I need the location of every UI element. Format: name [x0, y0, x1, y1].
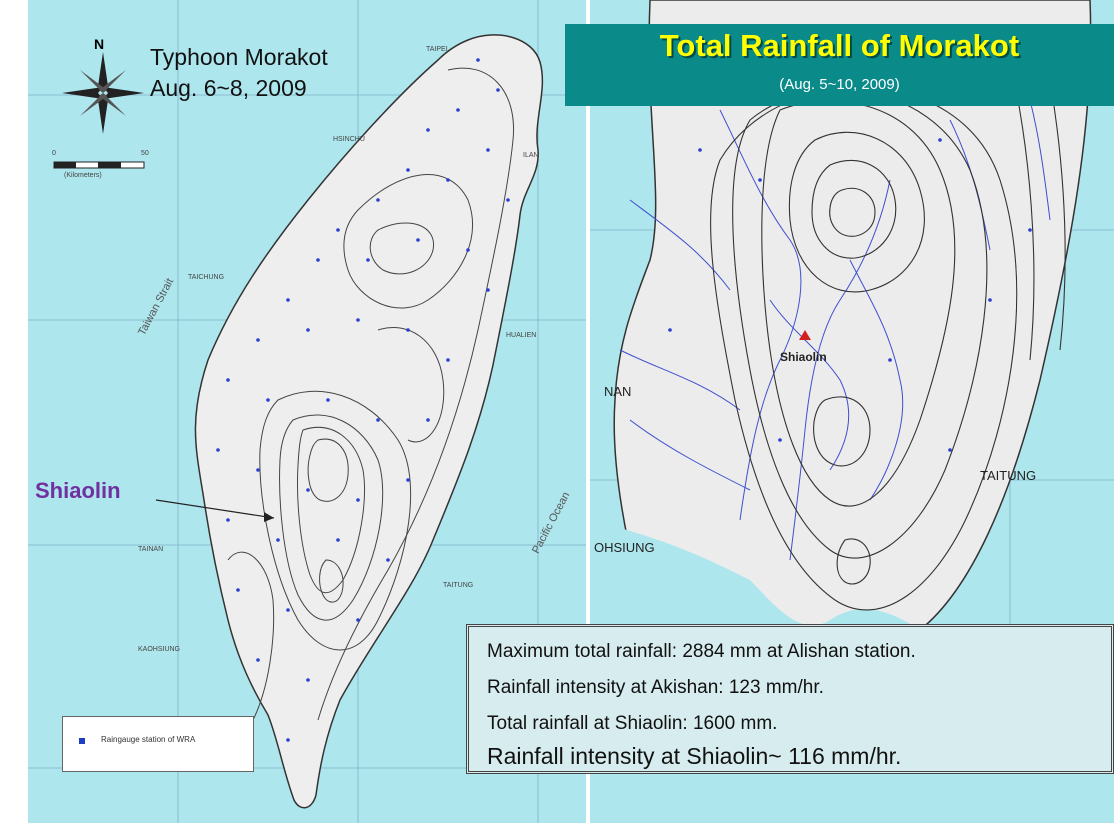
- taiwan-island: [194, 34, 544, 809]
- shiaolin-marker-icon: [799, 330, 811, 340]
- typhoon-title-line1: Typhoon Morakot: [150, 44, 328, 70]
- banner-subtitle: (Aug. 5~10, 2009): [779, 76, 900, 93]
- legend-label: Raingauge station of WRA: [101, 735, 196, 744]
- shiaolin-label-left: Shiaolin: [35, 478, 121, 503]
- typhoon-title-line2: Aug. 6~8, 2009: [150, 75, 307, 101]
- city-label-ohsiung: OHSIUNG: [594, 540, 655, 555]
- raingauge-stations: [668, 138, 1032, 452]
- info-line-akishan-intensity: Rainfall intensity at Akishan: 123 mm/hr…: [487, 677, 824, 698]
- scale-unit-label: (Kilometers): [64, 172, 102, 179]
- shiaolin-pointer-line: [155, 499, 275, 519]
- city-label-tainan: TAINAN: [138, 546, 164, 553]
- city-label-hualien: HUALIEN: [506, 332, 537, 339]
- city-label-taichung: TAICHUNG: [188, 274, 225, 281]
- city-label-kaohsiung: KAOHSIUNG: [138, 646, 181, 653]
- city-label-nan: NAN: [604, 384, 632, 399]
- info-line-shiaolin-intensity: Rainfall intensity at Shiaolin~ 116 mm/h…: [487, 743, 902, 769]
- city-label-taitung-right: TAITUNG: [980, 468, 1037, 483]
- info-line-shiaolin-total: Total rainfall at Shiaolin: 1600 mm.: [487, 713, 778, 734]
- map-legend: Raingauge station of WRA: [62, 716, 254, 772]
- north-label: N: [94, 36, 105, 52]
- info-line-max-total: Maximum total rainfall: 2884 mm at Alish…: [487, 641, 916, 662]
- rivers: [619, 99, 1051, 561]
- shiaolin-pointer-arrowhead: [264, 512, 274, 522]
- rainfall-contours: [227, 67, 515, 721]
- city-label-ilan: ILAN: [523, 152, 539, 159]
- rainfall-info-box: Maximum total rainfall: 2884 mm at Alish…: [466, 624, 1114, 774]
- left-map-panel: N 0 50 (Kilometers) TAIPEI HSINCHU ILAN …: [28, 0, 586, 823]
- typhoon-title: Typhoon Morakot Aug. 6~8, 2009: [150, 42, 328, 104]
- taiwan-rainfall-map-svg: [28, 0, 586, 823]
- city-label-taitung: TAITUNG: [443, 582, 474, 589]
- rainfall-contours: [710, 59, 1066, 611]
- city-label-hsinchu: HSINCHU: [333, 136, 365, 143]
- city-label-taipei: TAIPEI: [426, 46, 448, 53]
- scale-start-label: 0: [52, 150, 56, 157]
- compass-rose: [62, 52, 144, 134]
- raingauge-station-icon: [79, 738, 85, 744]
- raingauge-stations: [216, 58, 510, 742]
- banner-title: Total Rainfall of Morakot: [659, 28, 1020, 63]
- scale-bar: [53, 161, 145, 169]
- scale-end-label: 50: [141, 150, 149, 157]
- shiaolin-label-right: Shiaolin: [780, 350, 827, 364]
- total-rainfall-banner: Total Rainfall of Morakot (Aug. 5~10, 20…: [565, 24, 1114, 106]
